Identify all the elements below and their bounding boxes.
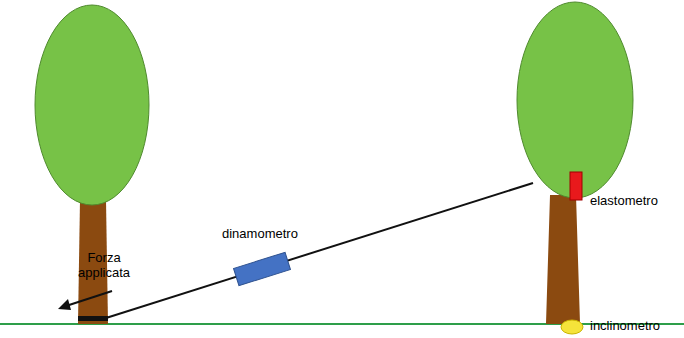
- elastometer-symbol: [570, 172, 582, 200]
- dynamometer-label: dinamometro: [222, 226, 298, 241]
- left-crown: [35, 5, 149, 205]
- right-crown: [517, 2, 633, 198]
- force-label: Forza applicata: [76, 250, 132, 280]
- inclinometer-symbol: [561, 320, 583, 334]
- inclinometer-label: inclinometro: [590, 318, 660, 333]
- right-trunk: [546, 195, 580, 324]
- force-arrow: [66, 291, 112, 306]
- elastometer-label: elastometro: [590, 193, 658, 208]
- anchor-band: [78, 316, 108, 321]
- force-arrowhead: [58, 299, 71, 310]
- cable: [106, 183, 533, 318]
- dynamometer-symbol: [234, 252, 291, 285]
